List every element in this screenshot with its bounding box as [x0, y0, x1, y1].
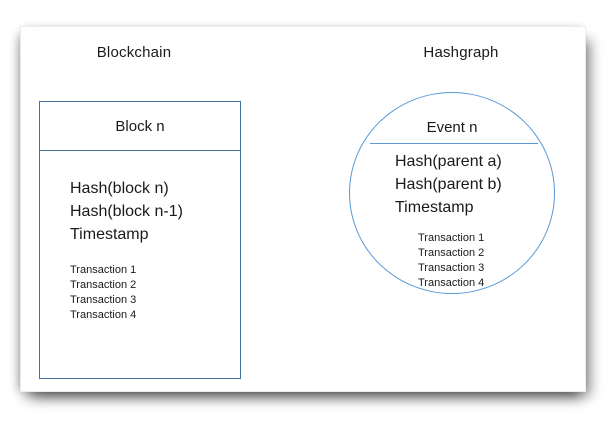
event-divider: [370, 143, 538, 144]
block-transaction-1: Transaction 1: [70, 264, 137, 276]
block-body: Hash(block n) Hash(block n-1) Timestamp …: [40, 151, 240, 323]
block-field-hash-n: Hash(block n): [70, 180, 169, 197]
event-transaction-3: Transaction 3: [418, 262, 485, 274]
event-transaction-4: Transaction 4: [418, 277, 485, 289]
event-transaction-1: Transaction 1: [418, 232, 485, 244]
diagram-canvas: Blockchain Hashgraph Block n Hash(block …: [20, 26, 586, 392]
event-field-hash-parent-b: Hash(parent b): [395, 176, 502, 193]
blockchain-title: Blockchain: [96, 44, 172, 61]
event-shape: Event n Hash(parent a) Hash(parent b) Ti…: [349, 92, 555, 294]
block-transaction-4: Transaction 4: [70, 309, 137, 321]
block-header: Block n: [40, 102, 240, 151]
block-transaction-2: Transaction 2: [70, 279, 137, 291]
event-field-timestamp: Timestamp: [395, 199, 474, 216]
event-fields: Hash(parent a) Hash(parent b) Timestamp: [395, 150, 502, 219]
event-header: Event n: [426, 119, 478, 136]
block-fields: Hash(block n) Hash(block n-1) Timestamp: [70, 177, 240, 246]
block-field-hash-n-1: Hash(block n-1): [70, 203, 183, 220]
block-field-timestamp: Timestamp: [70, 226, 149, 243]
event-transaction-2: Transaction 2: [418, 247, 485, 259]
block-transactions: Transaction 1 Transaction 2 Transaction …: [70, 263, 240, 323]
event-field-hash-parent-a: Hash(parent a): [395, 153, 502, 170]
event-transactions: Transaction 1 Transaction 2 Transaction …: [418, 231, 484, 291]
block-transaction-3: Transaction 3: [70, 294, 137, 306]
hashgraph-title: Hashgraph: [423, 44, 499, 61]
block-shape: Block n Hash(block n) Hash(block n-1) Ti…: [39, 101, 241, 379]
